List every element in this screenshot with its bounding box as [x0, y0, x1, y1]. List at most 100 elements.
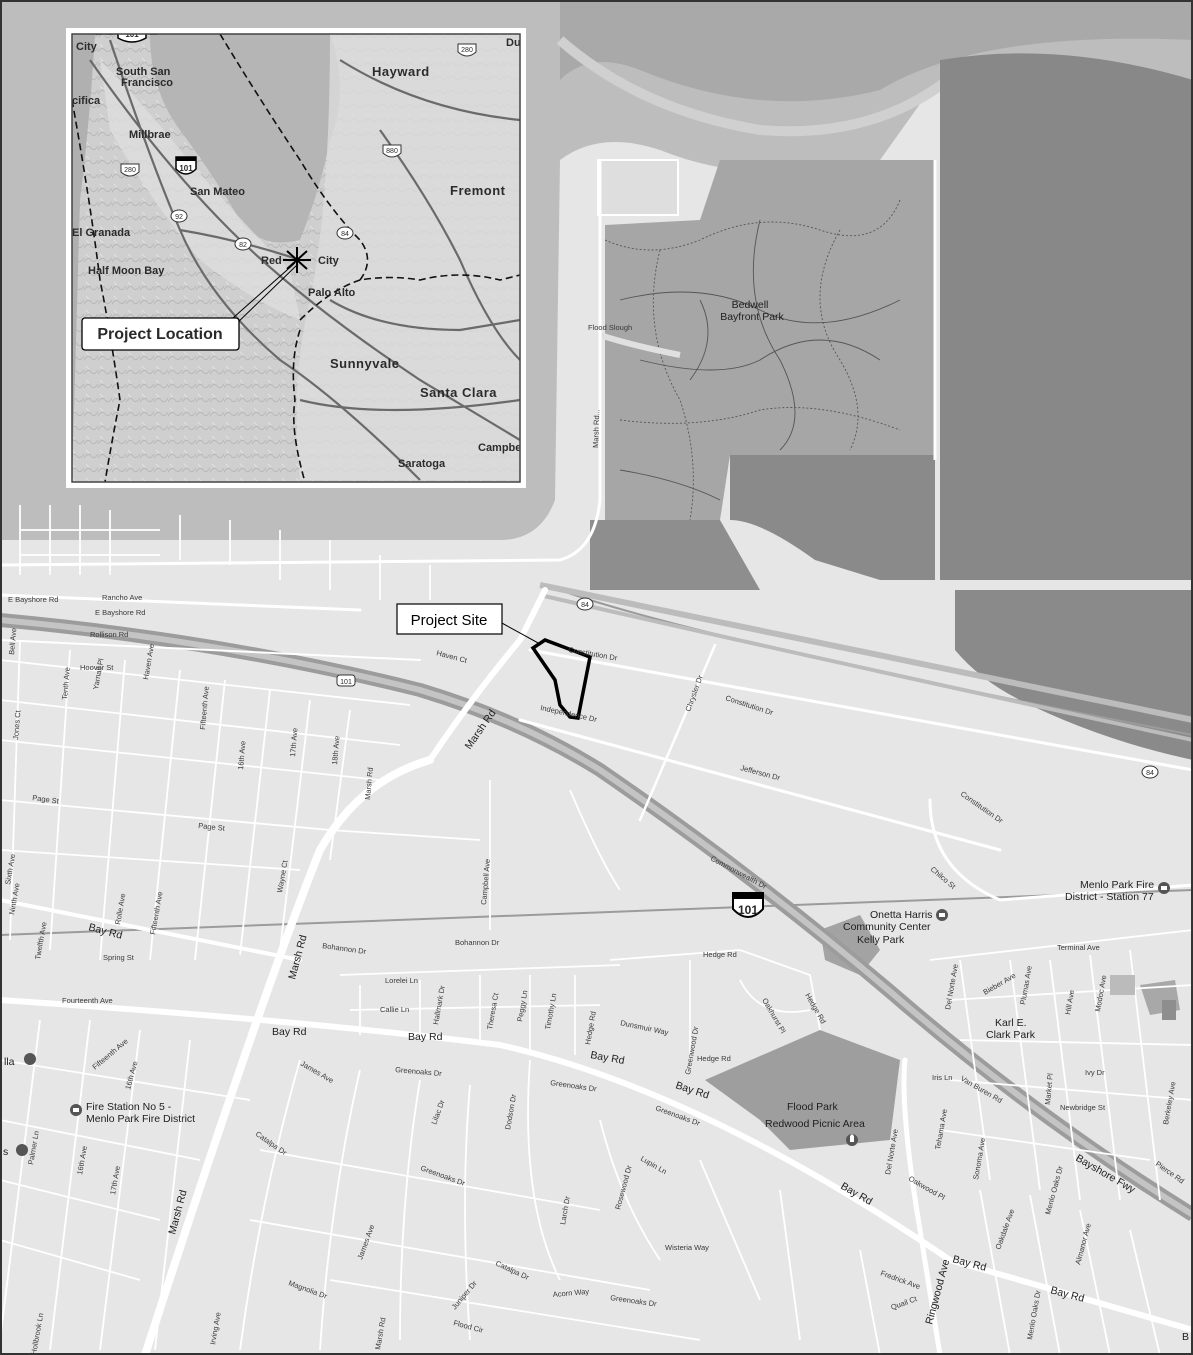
inset-palo-alto: Palo Alto [308, 287, 356, 299]
ca84-shield-1: 84 [576, 597, 594, 611]
road-jones: Jones Ct [11, 709, 23, 740]
road-e-bayshore-1: E Bayshore Rd [8, 595, 58, 604]
district-building-icon [1110, 975, 1176, 1020]
fire-station-77-icon[interactable] [1158, 882, 1170, 894]
road-rollison: Rollison Rd [90, 630, 128, 639]
road-bay-4: Bay Rd [589, 1049, 625, 1067]
fire-station-5-icon[interactable] [70, 1104, 82, 1116]
inset-ca84-shield: 84 [336, 226, 354, 240]
label-kelly-park: Kelly Park [857, 934, 905, 946]
bay-trail [0, 160, 602, 567]
inset-urban-east [296, 34, 520, 480]
highway-84-b [539, 593, 1193, 742]
inset-redwood-left: Red [261, 255, 282, 267]
label-karl-2: Clark Park [986, 1029, 1036, 1041]
salt-pond-1 [940, 53, 1193, 581]
parking-lot [597, 159, 679, 216]
road-18th: 18th Ave [330, 735, 341, 765]
label-fire5-1: Fire Station No 5 - [86, 1101, 172, 1113]
inset-bay [150, 34, 340, 243]
road-left-fragment: s [3, 1146, 8, 1158]
project-site-label-box [396, 603, 503, 635]
road-bay-9: B [1182, 1331, 1189, 1343]
svg-text:880: 880 [386, 148, 398, 155]
road-bay-3: Bay Rd [408, 1031, 443, 1043]
inset-millbrae: Millbrae [129, 129, 171, 141]
svg-text:84: 84 [1146, 770, 1154, 777]
road-hill: Hill Ave [1063, 989, 1076, 1015]
left-poi-icon-1[interactable] [24, 1053, 36, 1065]
label-bedwell: Bedwell [732, 299, 769, 311]
highway-shields: 101 101 84 84 [336, 597, 1159, 918]
inset-sunnyvale: Sunnyvale [330, 356, 400, 371]
place-labels: Bedwell Bayfront Park Flood Slough Onett… [4, 299, 1154, 1130]
inset-santa-clara: Santa Clara [420, 385, 497, 400]
left-poi-icon-2[interactable] [16, 1144, 28, 1156]
svg-text:84: 84 [341, 231, 349, 238]
road-marsh-bayside: Marsh Rd... [591, 409, 601, 448]
ca84-shield-2: 84 [1141, 765, 1159, 779]
us101-shield-small: 101 [336, 674, 356, 687]
inset-ca92-shield: 92 [170, 209, 188, 223]
inset-el-granada: El Granada [72, 227, 131, 239]
bedwell-park-area [605, 160, 935, 520]
project-site-label: Project Site [411, 612, 488, 629]
flood-park-area [705, 1030, 900, 1150]
highway-84 [539, 582, 1193, 723]
inset-ca82-shield: 82 [234, 237, 252, 251]
inset-urban-peninsula [100, 60, 300, 320]
project-site-callout: Project Site [396, 603, 541, 645]
label-onetta-harris: Onetta Harris [870, 909, 932, 921]
svg-text:101: 101 [125, 30, 139, 39]
road-iris: Iris Ln [932, 1073, 952, 1082]
salt-pond-4 [590, 520, 760, 590]
project-location-label-box [81, 317, 240, 351]
inset-frame-inner [71, 33, 521, 483]
label-flood-park: Flood Park [787, 1101, 839, 1113]
road-ivy: Ivy Dr [1085, 1068, 1105, 1077]
label-community-center: Community Center [843, 921, 931, 933]
road-hedge-2: Hedge Rd [703, 950, 737, 959]
community-center-icon[interactable] [936, 909, 948, 921]
road-fourteenth: Fourteenth Ave [62, 996, 113, 1005]
road-wisteria: Wisteria Way [665, 1243, 709, 1252]
project-location-label: Project Location [97, 326, 222, 343]
label-karl-1: Karl E. [995, 1017, 1027, 1029]
road-page-1: Page St [32, 793, 61, 806]
road-e-bayshore-2: E Bayshore Rd [95, 608, 145, 617]
road-bell: Bell Ave [7, 628, 18, 656]
salt-pond-2 [730, 455, 935, 580]
mudflat [560, 0, 1193, 102]
picnic-area-icon[interactable] [846, 1134, 858, 1146]
inset-fremont: Fremont [450, 183, 506, 198]
inset-us101-shield-top: 101 [117, 30, 147, 43]
kelly-park-area [820, 915, 880, 975]
project-site-boundary [530, 638, 593, 720]
inset-i280-shield-a: 280 [457, 43, 477, 57]
poi-icons [16, 882, 1176, 1156]
road-page-2: Page St [198, 821, 226, 833]
label-flood-slough: Flood Slough [588, 323, 632, 332]
svg-text:101: 101 [340, 679, 352, 686]
inset-i280-shield-b: 280 [120, 163, 140, 177]
road-newbridge: Newbridge St [1060, 1103, 1106, 1112]
inset-hayward: Hayward [372, 64, 430, 79]
highway-101-inner [0, 617, 1193, 1218]
road-fifteenth: Fifteenth Ave [198, 686, 211, 730]
label-bayfront-park: Bayfront Park [720, 311, 784, 323]
svg-text:101: 101 [738, 903, 758, 917]
inset-i880-shield: 880 [382, 144, 402, 158]
inset-city-frag: City [76, 41, 98, 53]
inset-south-sf-2: Francisco [121, 77, 173, 89]
inset-san-mateo: San Mateo [190, 186, 245, 198]
channel [556, 36, 964, 137]
road-rancho: Rancho Ave [102, 593, 142, 602]
svg-text:82: 82 [239, 242, 247, 249]
residential-grid [0, 505, 1193, 1355]
road-marsh-small: Marsh Rd [363, 767, 375, 800]
road-tenth: Tenth Ave [60, 667, 72, 700]
road-loreli: Lorelei Ln [385, 976, 418, 985]
inset-pacifica-frag: cifica [72, 95, 101, 107]
